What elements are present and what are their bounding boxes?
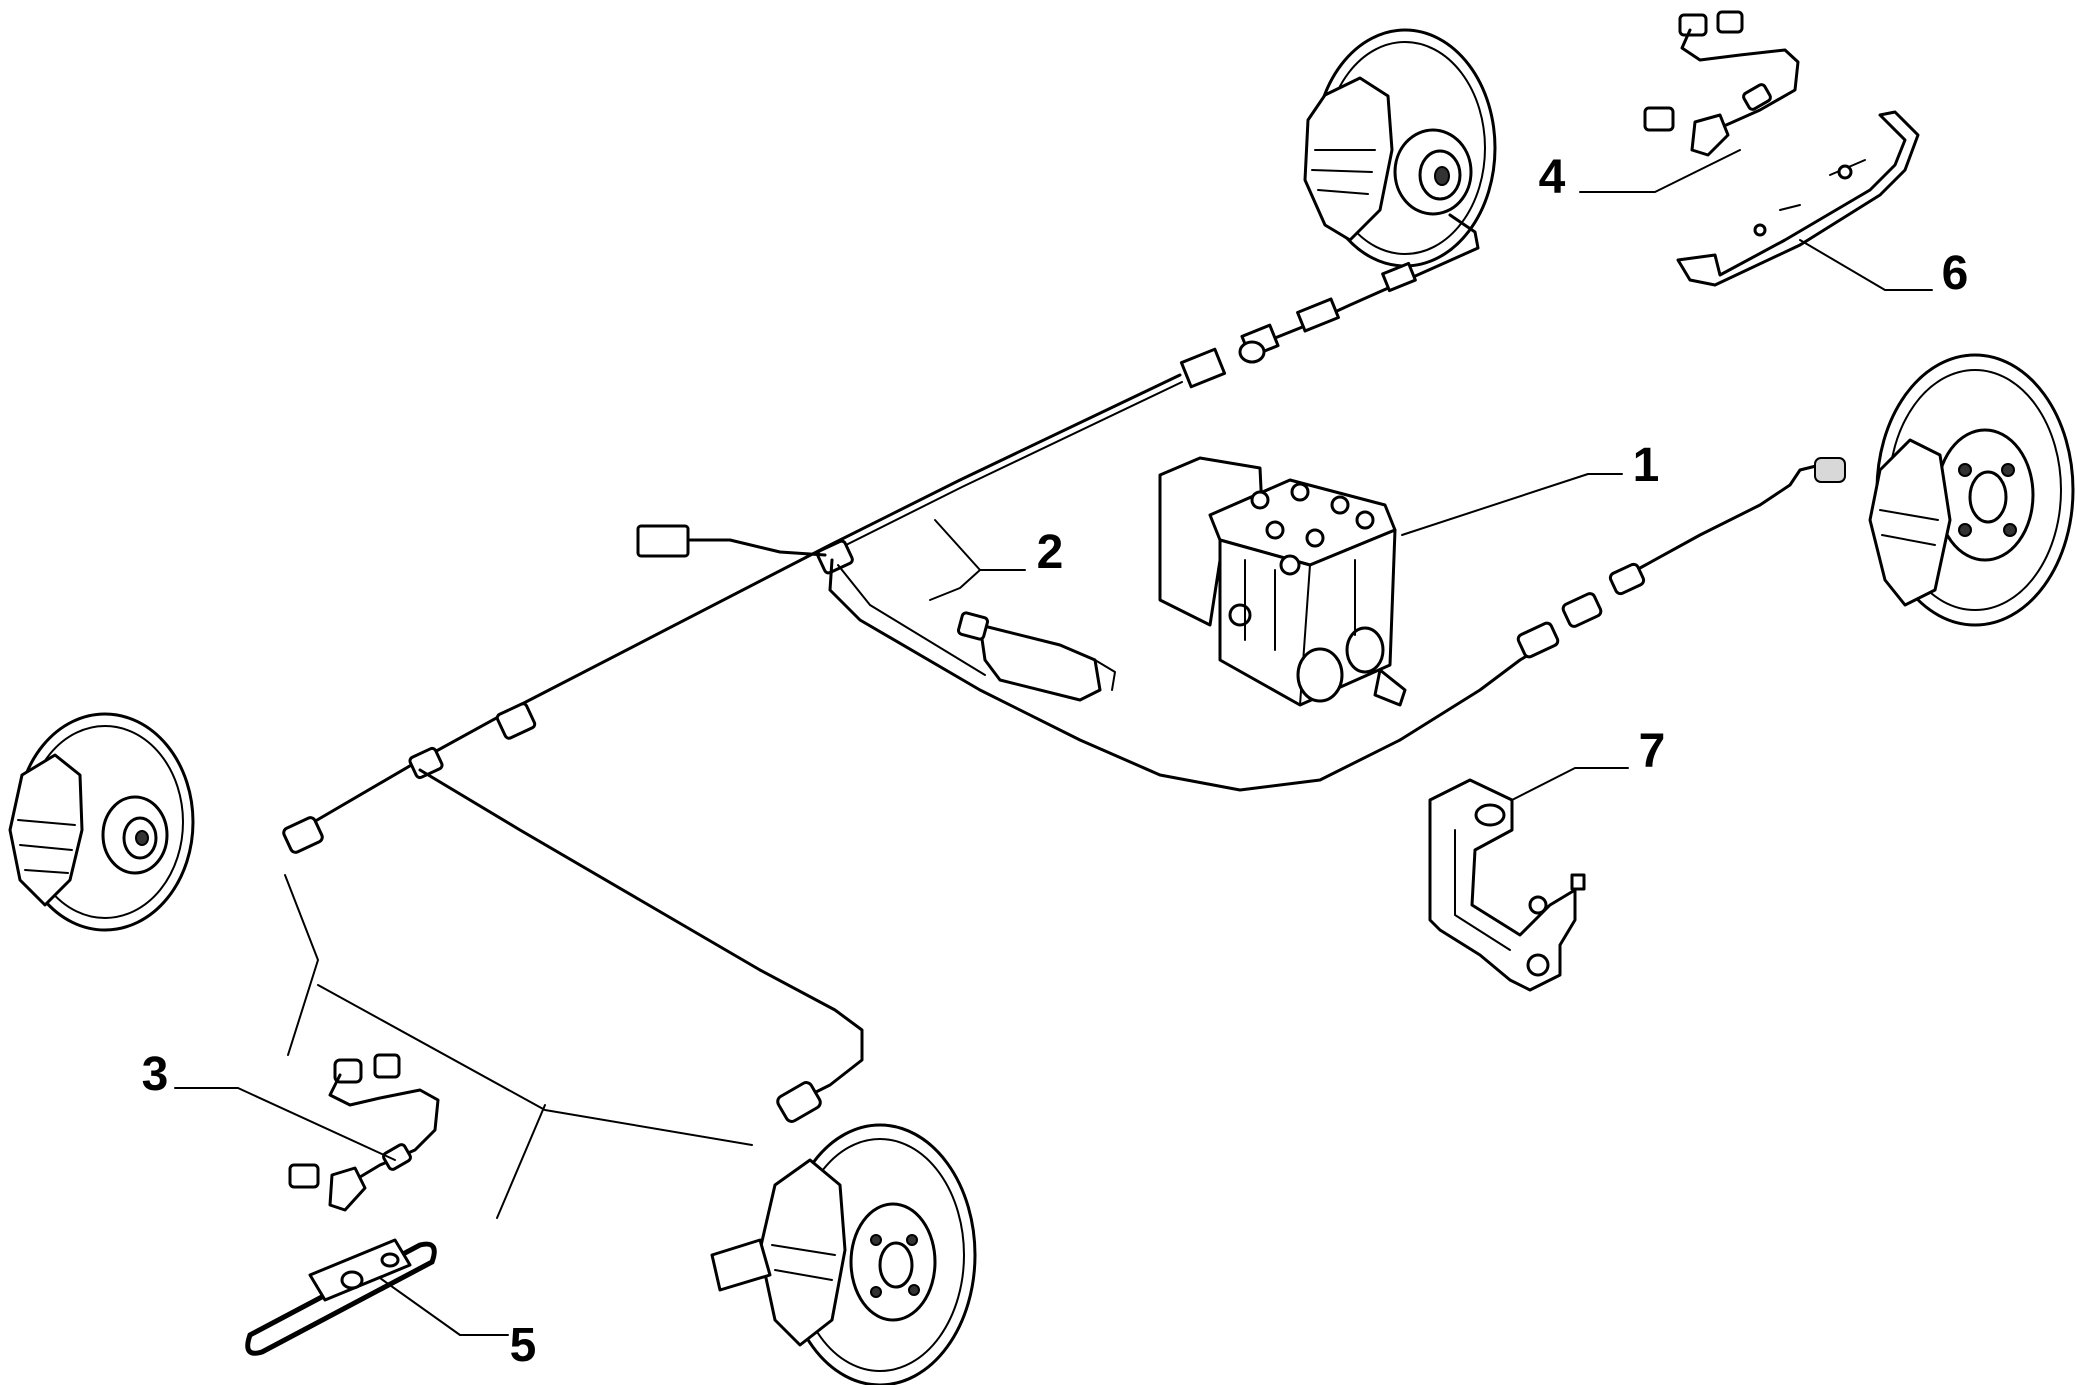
callout-5[interactable]: 5: [509, 1319, 537, 1372]
control-unit-bracket-icon: [1428, 778, 1586, 992]
sensor-mounting-strap-icon: [245, 1238, 437, 1356]
rear-right-brake-disc-icon: [710, 1123, 977, 1385]
leader-lines: [284, 874, 753, 1219]
leader-1: [1401, 473, 1623, 536]
leader-2: [934, 519, 1026, 571]
callout-6[interactable]: 6: [1941, 247, 1969, 300]
front-wheel-speed-sensor-icon: [1643, 10, 1800, 157]
front-left-brake-disc-icon: [1814, 353, 2075, 627]
harness-support-bracket-icon: [1676, 110, 1920, 287]
leader-5: [379, 1277, 509, 1336]
callout-4[interactable]: 4: [1538, 151, 1566, 204]
callout-1[interactable]: 1: [1632, 439, 1660, 492]
front-right-brake-disc-icon: [1303, 28, 1497, 268]
rear-wheel-speed-sensor-icon: [288, 1053, 440, 1212]
callout-7[interactable]: 7: [1638, 725, 1666, 778]
front-right-sensor-lead-icon: [1179, 213, 1480, 389]
leader-4: [1579, 149, 1741, 193]
abs-control-unit-icon: [1158, 456, 1407, 707]
callout-leaders: [174, 149, 1933, 1336]
callout-2[interactable]: 2: [1036, 526, 1064, 579]
leader-7: [1511, 767, 1629, 801]
wiring-harness-icon: [282, 373, 1822, 1123]
leader-3: [174, 1087, 396, 1161]
rear-left-brake-disc-icon: [8, 712, 195, 932]
callout-3[interactable]: 3: [141, 1048, 169, 1101]
leader-6: [1799, 239, 1933, 291]
